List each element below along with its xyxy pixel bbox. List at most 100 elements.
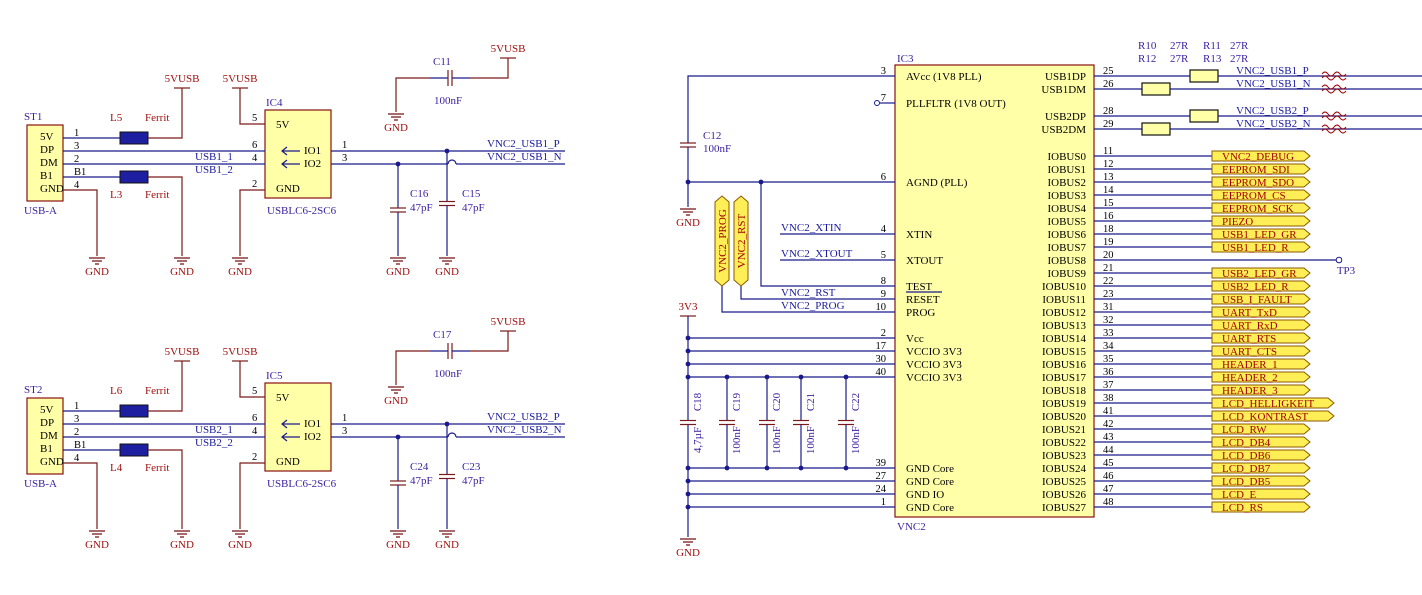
ic-pin-name: GND	[276, 183, 300, 195]
pin-number: 42	[1103, 419, 1114, 430]
cap-value: 47pF	[462, 475, 485, 487]
vnc2-pin-name: IOBUS16	[1042, 359, 1087, 371]
port-label: LCD_HELLIGKEIT	[1222, 398, 1315, 410]
power-label: 5VUSB	[491, 316, 526, 328]
pin-number: 37	[1103, 380, 1114, 391]
net-port: LCD_DB6	[1211, 449, 1311, 462]
wire	[239, 462, 265, 529]
vnc2-pin-name: IOBUS22	[1042, 437, 1086, 449]
wire	[148, 449, 183, 529]
wire	[63, 462, 98, 529]
port-label: HEADER_1	[1222, 359, 1278, 371]
vnc2-pin-name: GND IO	[906, 489, 944, 501]
pin-number: 4	[881, 224, 887, 235]
vnc2-pin-name: IOBUS21	[1042, 424, 1086, 436]
ferrite-label: Ferrit	[145, 189, 169, 201]
connector-pin-name: DM	[40, 430, 58, 442]
port-shape	[1211, 410, 1335, 422]
cap-ref: C20	[771, 392, 783, 411]
port-label: LCD_KONTRAST	[1222, 411, 1308, 423]
resistor-ref: R12	[1138, 53, 1156, 65]
port-label: LCD_RW	[1222, 424, 1267, 436]
resistor-ref: R10	[1138, 40, 1157, 52]
ground-label: GND	[85, 539, 109, 551]
port-shape	[1211, 397, 1335, 409]
off-sheet-mark	[1321, 124, 1347, 134]
cap-ref: C15	[462, 188, 481, 200]
pin-number: 10	[876, 302, 887, 313]
ferrite-bead	[119, 131, 149, 145]
ic-ref: IC4	[266, 97, 283, 109]
connector-pin-name: B1	[40, 170, 53, 182]
ferrite-bead	[119, 170, 149, 184]
cap-ref: C23	[462, 461, 481, 473]
vnc2-pin-name: IOBUS2	[1047, 177, 1086, 189]
pin-number: 32	[1103, 315, 1114, 326]
pin-number: 2	[881, 328, 886, 339]
pin-number: 30	[876, 354, 887, 365]
ground-symbol: GND	[170, 530, 194, 551]
net-label: VNC2_USB1_P	[1236, 65, 1309, 77]
net-label: VNC2_PROG	[781, 300, 845, 312]
cap-ref: C18	[692, 392, 704, 411]
ferrite-label: Ferrit	[145, 385, 169, 397]
ground-label: GND	[384, 122, 408, 134]
port-label: LCD_DB6	[1222, 450, 1271, 462]
port-label: UART_TxD	[1222, 307, 1277, 319]
ic-pin-name: 5V	[276, 392, 290, 404]
wire	[239, 361, 265, 398]
cap-value: 100nF	[703, 143, 731, 155]
pin-number: 28	[1103, 106, 1114, 117]
series-resistor	[1189, 109, 1219, 123]
ground-symbol: GND	[386, 257, 410, 278]
net-port: USB1_LED_GR	[1211, 228, 1311, 241]
port-shape	[1211, 319, 1311, 331]
ground-symbol: GND	[386, 530, 410, 551]
vnc2-pin-name: IOBUS20	[1042, 411, 1087, 423]
junction-dot	[685, 491, 691, 497]
ic-ref: IC3	[897, 53, 914, 65]
pin-number: 19	[1103, 237, 1114, 248]
pin-number: 6	[881, 172, 886, 183]
port-label: UART_CTS	[1222, 346, 1277, 358]
vnc2-pin-name: IOBUS7	[1047, 242, 1086, 254]
net-port: USB2_LED_R	[1211, 280, 1311, 293]
pin-number: 24	[876, 484, 887, 495]
port-shape	[1211, 449, 1311, 461]
net-label: USB2_1	[195, 424, 233, 436]
pin-number: 31	[1103, 302, 1114, 313]
pin-number: 20	[1103, 250, 1114, 261]
port-shape	[1211, 189, 1311, 201]
ground-symbol: GND	[85, 257, 109, 278]
esd-ic-body	[264, 382, 332, 472]
vnc2-pin-name: IOBUS10	[1042, 281, 1087, 293]
pin-number: 36	[1103, 367, 1114, 378]
pin-number: 22	[1103, 276, 1114, 287]
off-sheet-mark	[1321, 84, 1347, 94]
vnc2-pin-name: IOBUS15	[1042, 346, 1087, 358]
wire	[281, 432, 288, 442]
vnc2-pin-name: IOBUS1	[1047, 164, 1086, 176]
port-shape	[1211, 176, 1311, 188]
wire	[687, 75, 895, 130]
pin-number: 43	[1103, 432, 1114, 443]
junction-dot	[685, 179, 691, 185]
vnc2-pin-name: IOBUS13	[1042, 320, 1087, 332]
net-label: USB1_1	[195, 151, 233, 163]
pin-number: 4	[252, 153, 258, 164]
port-label: EEPROM_CS	[1222, 190, 1286, 202]
port-label: LCD_DB5	[1222, 476, 1271, 488]
ground-symbol: GND	[228, 530, 252, 551]
net-port: HEADER_1	[1211, 358, 1311, 371]
port-label: LCD_E	[1222, 489, 1257, 501]
port-shape	[1211, 202, 1311, 214]
vnc2-pin-name: IOBUS24	[1042, 463, 1087, 475]
junction-dot	[685, 465, 691, 471]
net-port: VNC2_DEBUG	[1211, 150, 1311, 163]
pin-number: 17	[876, 341, 887, 352]
net-label: VNC2_USB2_N	[487, 424, 562, 436]
ground-symbol: GND	[228, 257, 252, 278]
connector-type: USB-A	[24, 478, 57, 490]
vnc2-pin-name: VCCIO 3V3	[906, 346, 962, 358]
vnc2-pin-name: GND Core	[906, 476, 954, 488]
